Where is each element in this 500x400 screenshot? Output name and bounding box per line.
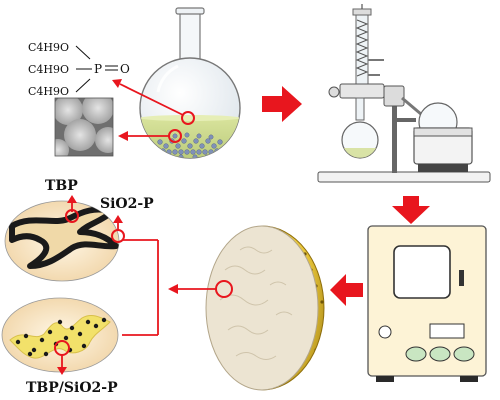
- formula-line-2: C4H9O: [28, 63, 69, 76]
- dimple: [325, 316, 328, 319]
- dimple: [303, 380, 307, 384]
- vacuum-drying-oven-icon: [367, 225, 487, 382]
- dimple: [298, 236, 302, 240]
- dimple: [325, 252, 328, 255]
- dimple: [325, 284, 328, 287]
- formula-line-3: C4H9O: [28, 85, 69, 98]
- oven-door-handle: [459, 270, 464, 286]
- dimple: [325, 348, 328, 351]
- tbp-dot: [15, 339, 21, 345]
- tbp-dot: [31, 347, 37, 353]
- tbp-dot: [57, 319, 63, 325]
- process-arrow-left: [330, 274, 363, 306]
- sphere-callout-bracket: [122, 239, 216, 336]
- tbp-dot: [47, 329, 53, 335]
- tbp-dot: [85, 319, 91, 325]
- dimple: [292, 380, 296, 384]
- tbp-dot: [81, 343, 87, 349]
- tbp-sio2-p-label: TBP/SiO2-P: [26, 380, 118, 396]
- sio2-p-label: SiO2-P: [100, 196, 154, 212]
- rotary-evaporator-icon: [317, 4, 491, 183]
- porous-texture: [219, 246, 293, 360]
- tbp-dot: [77, 331, 83, 337]
- process-arrow-down: [392, 196, 430, 224]
- liquid-callout-circle: [181, 111, 195, 125]
- tbp-structural-formula: C4H9O C4H9O C4H9O P O: [28, 41, 130, 98]
- dimple: [314, 252, 318, 256]
- tbp-label: TBP: [45, 178, 78, 194]
- flask-callout-arrows: [112, 79, 184, 141]
- tbp-dot: [43, 351, 49, 357]
- formula-phosphorus: P: [94, 62, 102, 76]
- label-arrows: [57, 195, 123, 375]
- dimple: [325, 380, 328, 383]
- tbp-dot: [93, 323, 99, 329]
- sem-image: [54, 97, 114, 157]
- dimple: [320, 364, 324, 368]
- oven-knob-2: [429, 346, 451, 362]
- formula-oxygen: O: [120, 62, 130, 76]
- process-arrow-right: [262, 86, 302, 122]
- round-bottom-flask-icon: [139, 7, 241, 159]
- oven-indicator-light: [378, 325, 392, 339]
- pore-detail-bottom: [1, 297, 119, 373]
- dimple: [309, 236, 313, 240]
- dimple: [309, 364, 313, 368]
- oven-knob-3: [453, 346, 475, 362]
- oven-display: [429, 323, 465, 339]
- tbp-dot: [27, 351, 33, 357]
- pore-detail-top: [4, 200, 125, 282]
- tbp-dot: [39, 337, 45, 343]
- tbp-dot: [23, 333, 29, 339]
- dimple: [320, 268, 324, 272]
- half-sphere-particle-icon: [205, 225, 328, 391]
- dimple: [314, 380, 318, 384]
- dimple: [320, 236, 324, 240]
- oven-knob-1: [405, 346, 427, 362]
- tbp-dot: [63, 335, 69, 341]
- oven-window: [393, 245, 451, 299]
- dimple: [320, 300, 324, 304]
- formula-line-1: C4H9O: [28, 41, 69, 54]
- tbp-dot: [69, 325, 75, 331]
- tbp-dot: [101, 317, 107, 323]
